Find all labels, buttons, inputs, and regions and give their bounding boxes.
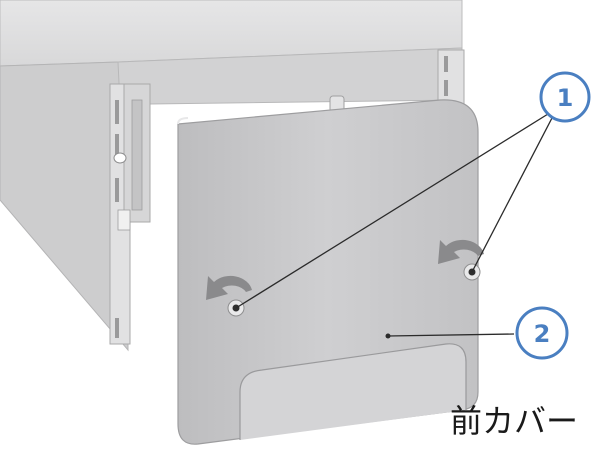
callout-1-number: 1 — [557, 84, 574, 112]
leader-line-1a — [235, 113, 549, 309]
rotate-arrow-icon — [438, 239, 484, 264]
rotate-arrow-icon — [206, 275, 252, 300]
front-cover — [177, 99, 479, 445]
callout-2-number: 2 — [534, 320, 551, 348]
callout-2: 2 — [515, 306, 569, 360]
leader-lines — [235, 113, 553, 339]
leader-line-2 — [387, 333, 515, 337]
callout-1: 1 — [539, 71, 591, 123]
part-label: 前カバー — [450, 402, 578, 440]
leader-line-1b — [471, 117, 553, 273]
appliance-body — [0, 0, 465, 352]
